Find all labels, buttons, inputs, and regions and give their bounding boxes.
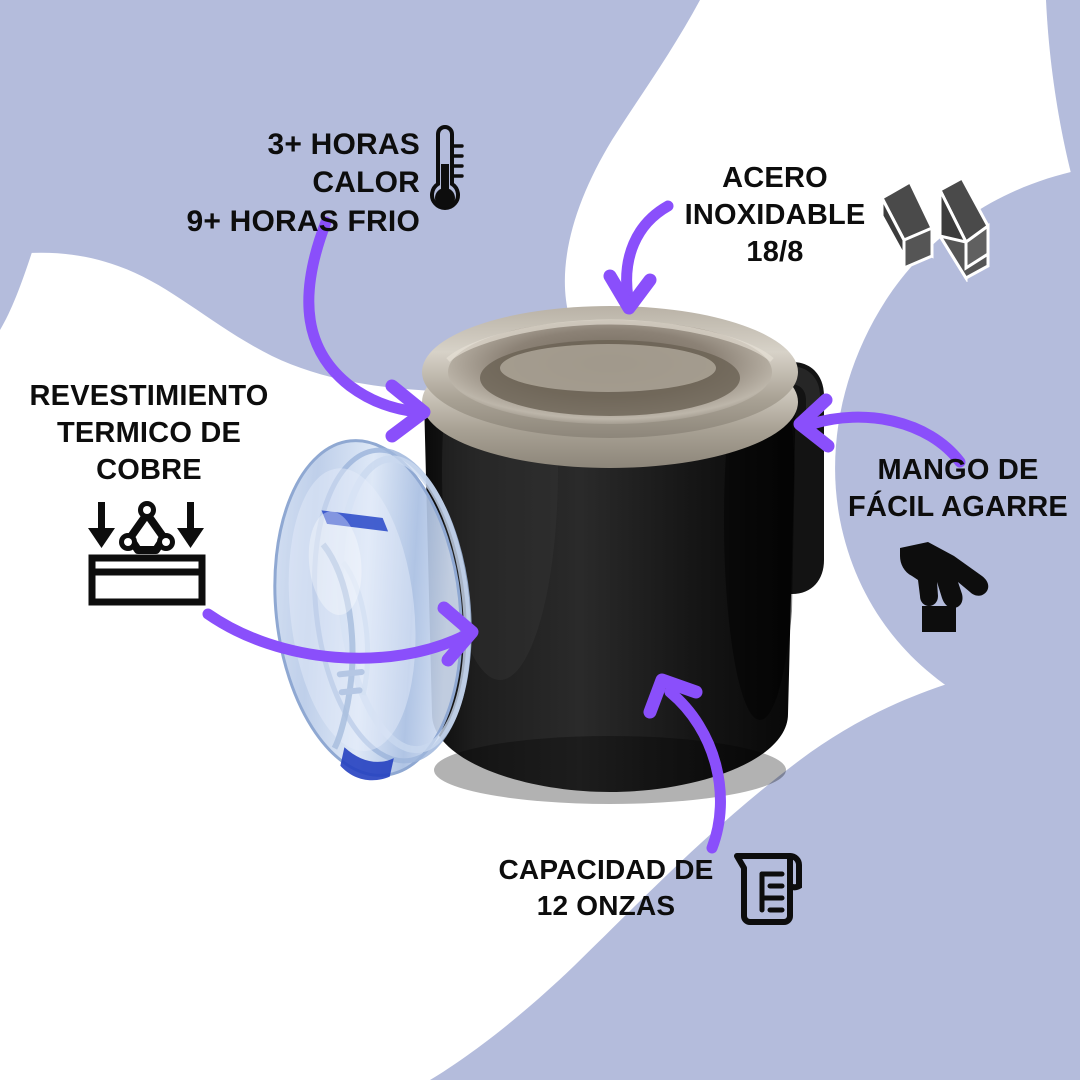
feature-label-stainless-steel: ACERO INOXIDABLE 18/8 [684,162,866,269]
measuring-beaker-icon [734,853,802,925]
blob-right-edge [1046,0,1080,206]
blob-bottom-right [640,600,1080,1080]
arrow-capacity [643,673,726,854]
feature-label-easy-grip-handle: MANGO DE FÁCIL AGARRE [848,454,1068,524]
arrow-steel [603,200,674,315]
feature-label-thermal-retention: 3+ HORAS CALOR 9+ HORAS FRIO [186,128,420,238]
steel-beams-icon [880,176,990,282]
thermometer-icon [430,125,464,210]
blob-left-wave [0,0,120,330]
blob-top-left [0,0,700,392]
arrow-coating [202,601,479,667]
coating-layers-icon [88,501,206,606]
arrow-handle [793,393,966,468]
feature-label-copper-coating: REVESTIMIENTO TERMICO DE COBRE [29,380,269,487]
arrow-thermal [303,216,431,443]
grabbing-hand-icon [900,542,989,632]
feature-label-capacity: CAPACIDAD DE 12 ONZAS [498,854,714,921]
